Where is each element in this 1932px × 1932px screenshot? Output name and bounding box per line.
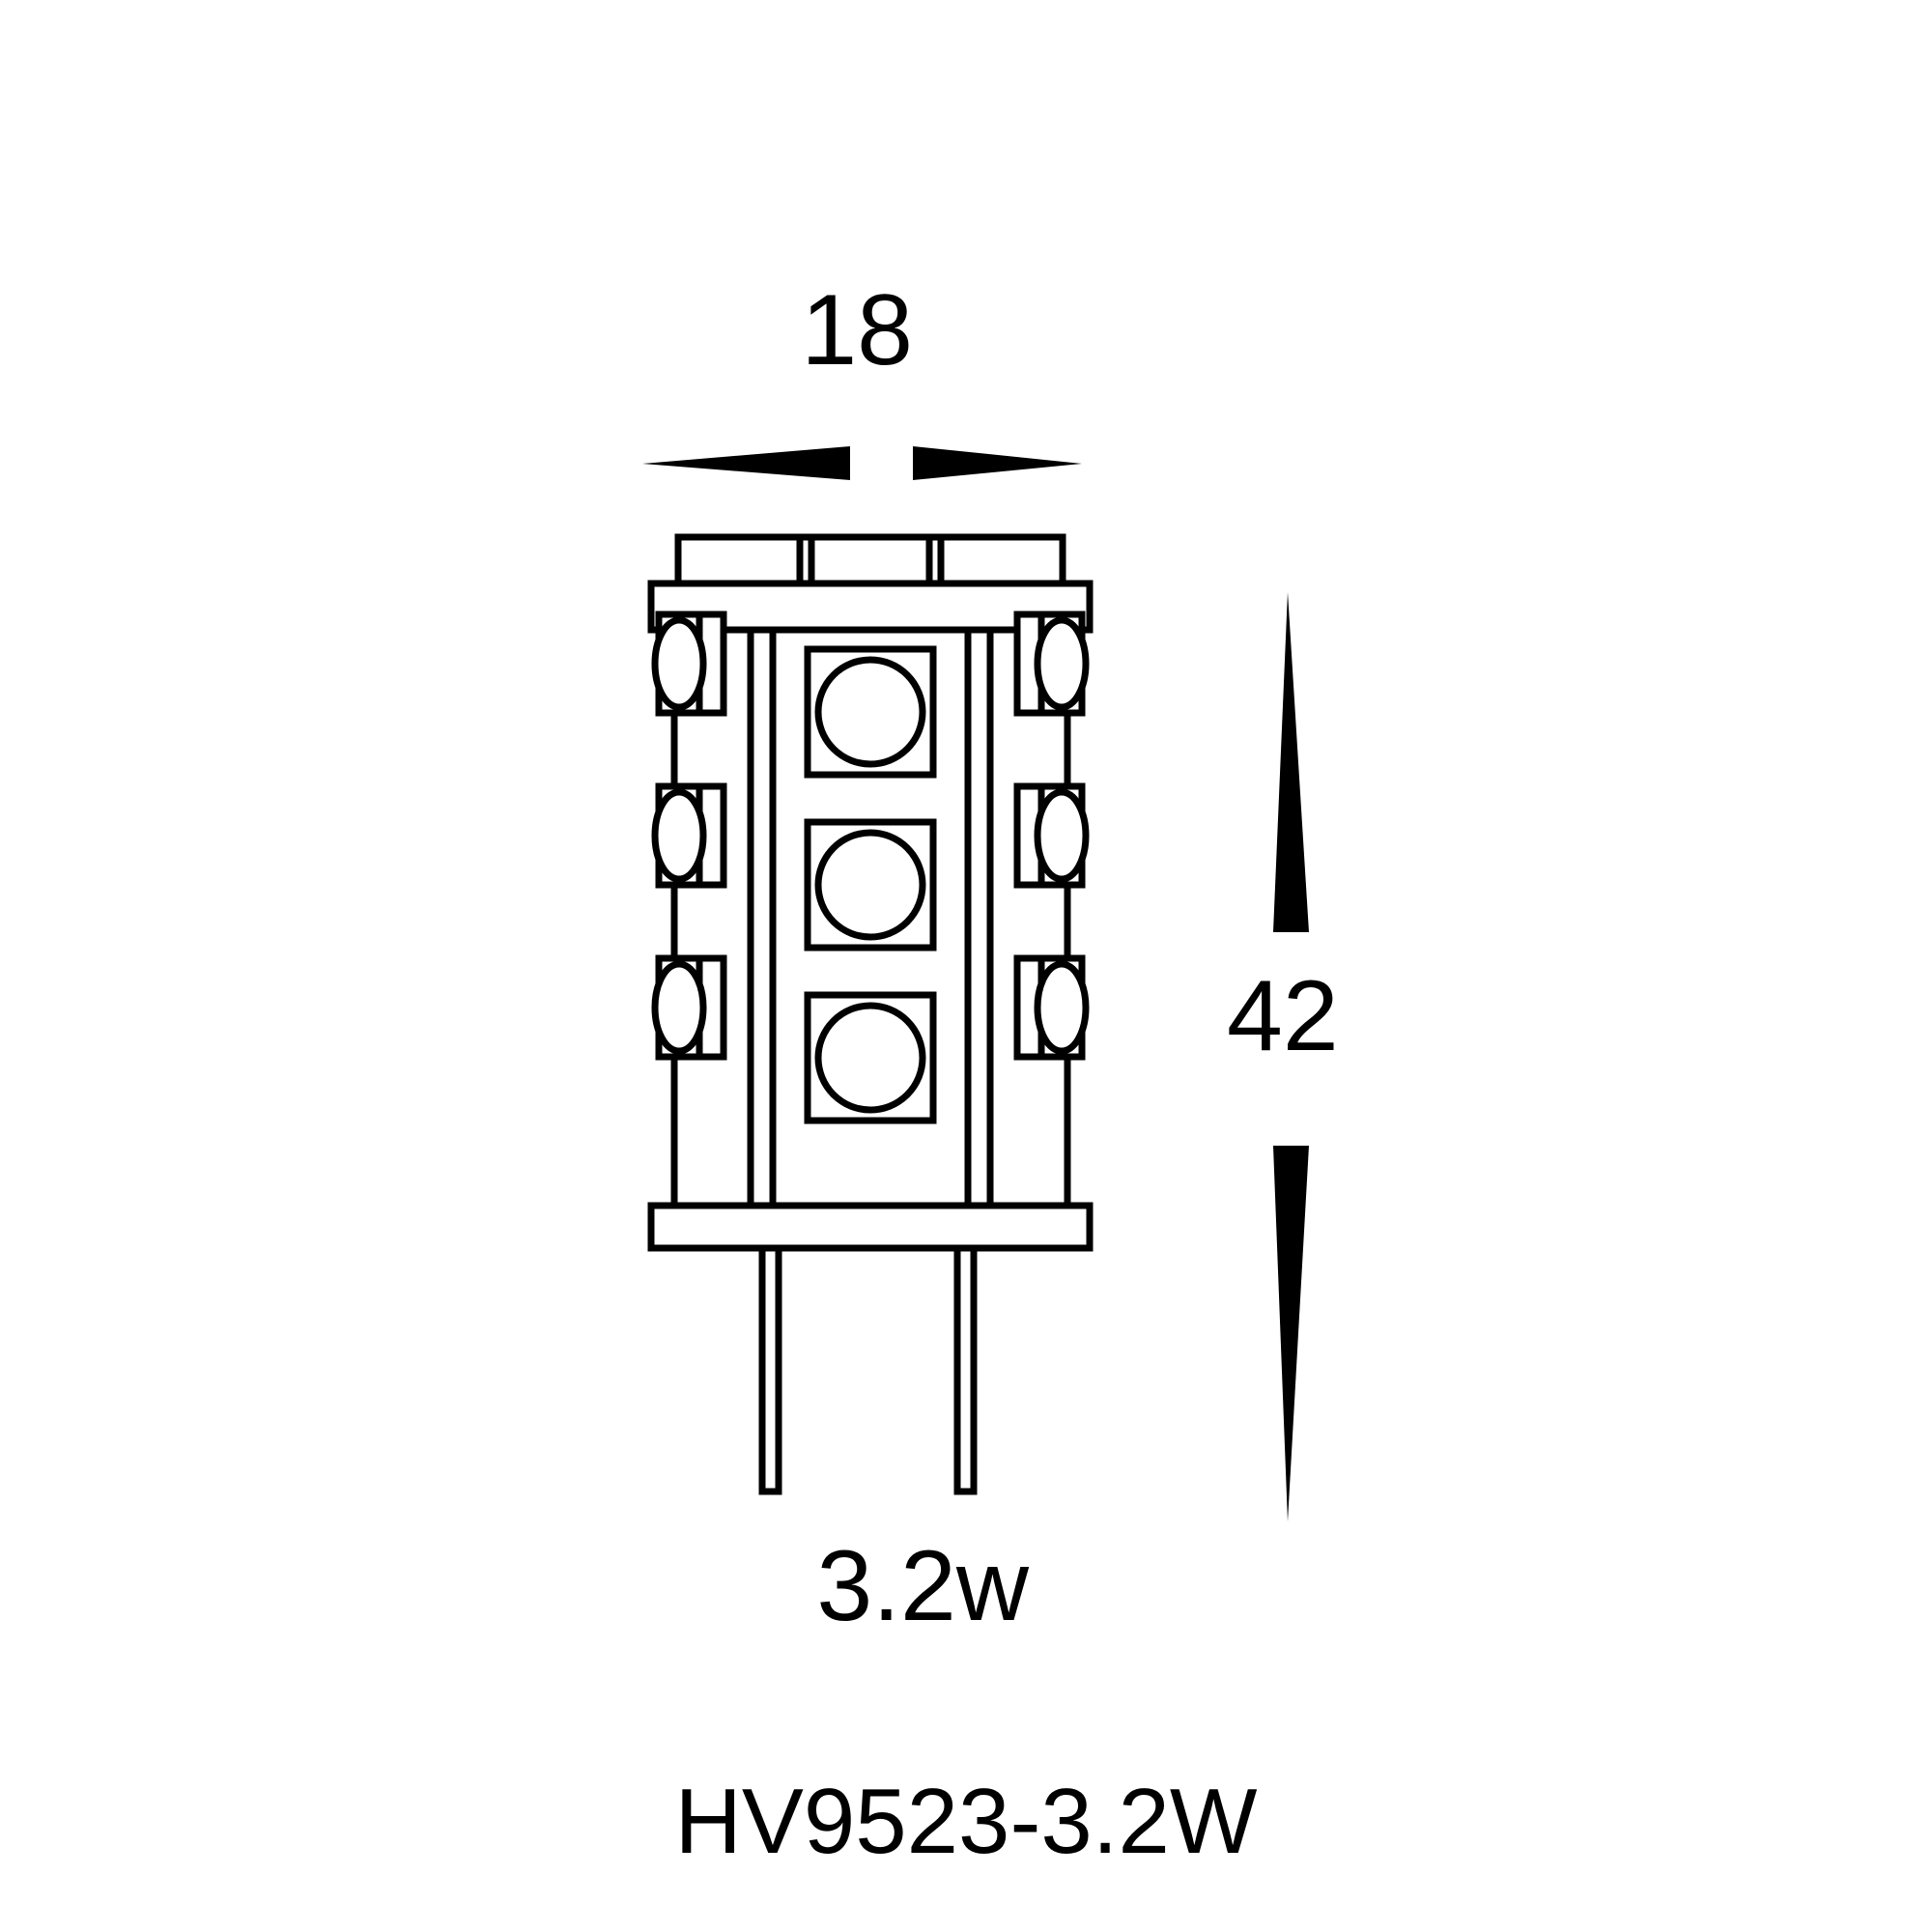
width-arrow-right-icon xyxy=(913,446,1082,480)
center-led-3 xyxy=(804,991,937,1124)
center-led-lens-3 xyxy=(814,1002,926,1114)
left-led-3 xyxy=(651,954,727,1061)
left-led-lens-2 xyxy=(651,788,707,883)
left-led-1 xyxy=(651,611,727,717)
model-number-label: HV9523-3.2W xyxy=(674,1770,1258,1873)
height-arrow-down-icon xyxy=(1273,1146,1309,1521)
bottom-flange xyxy=(647,1202,1094,1252)
right-led-lens-1 xyxy=(1034,616,1090,711)
left-led-lens-3 xyxy=(651,960,707,1055)
center-led-2 xyxy=(804,818,937,952)
height-dimension-arrows xyxy=(1273,592,1309,1521)
top-cap-assembly xyxy=(674,533,1066,587)
height-dimension-label: 42 xyxy=(1227,960,1339,1072)
width-dimension-label: 18 xyxy=(801,274,913,386)
g4-pins xyxy=(758,1244,978,1495)
top-cap-outer xyxy=(674,533,1066,587)
body-columns xyxy=(670,626,1071,1209)
right-led-3 xyxy=(1013,954,1090,1061)
width-dimension-arrows xyxy=(642,446,1082,480)
right-led-lens-3 xyxy=(1034,960,1090,1055)
center-led-1 xyxy=(804,645,937,779)
left-led-2 xyxy=(651,782,727,889)
right-led-1 xyxy=(1013,611,1090,717)
right-led-2 xyxy=(1013,782,1090,889)
center-led-lens-2 xyxy=(814,829,926,941)
right-led-column xyxy=(1013,611,1090,1061)
lamp-body xyxy=(647,533,1094,1495)
center-led-lens-1 xyxy=(814,656,926,768)
right-led-lens-2 xyxy=(1034,788,1090,883)
center-led-column xyxy=(804,645,937,1124)
pin-right xyxy=(953,1244,978,1495)
width-arrow-left-icon xyxy=(642,446,850,480)
pin-left xyxy=(758,1244,782,1495)
left-led-lens-1 xyxy=(651,616,707,711)
height-arrow-up-icon xyxy=(1273,592,1309,932)
wattage-label: 3.2w xyxy=(816,1530,1029,1642)
left-led-column xyxy=(651,611,727,1061)
